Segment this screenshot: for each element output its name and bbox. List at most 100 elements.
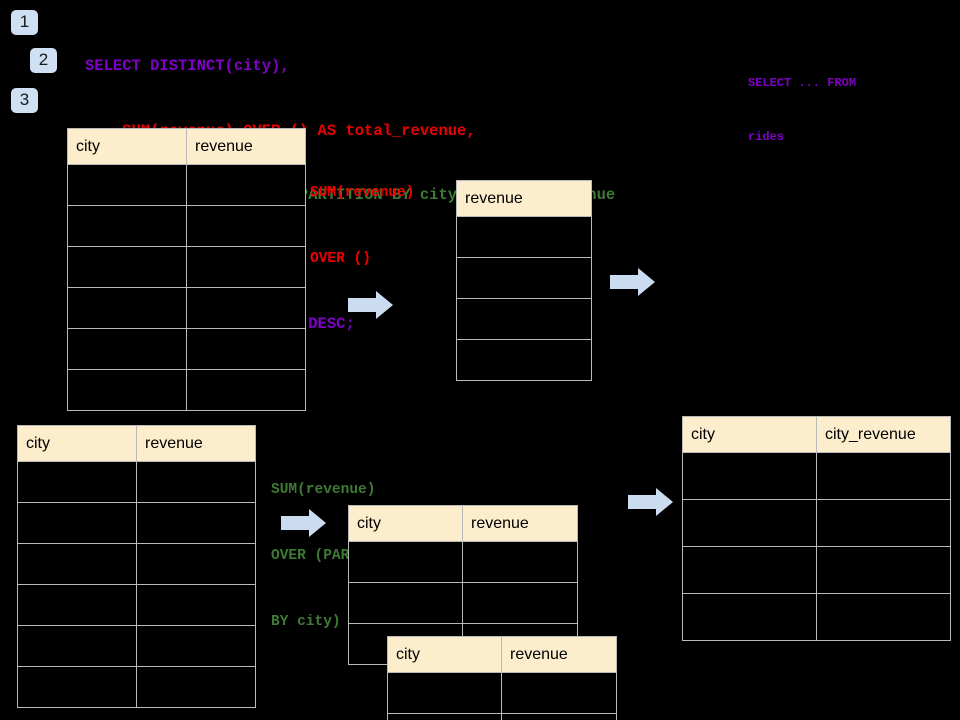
table-cell-revenue xyxy=(501,672,617,714)
side-note-select-from: SELECT ... FROM rides xyxy=(748,38,856,182)
table-cell-revenue xyxy=(456,257,592,299)
table-cell-revenue xyxy=(136,461,256,503)
table-row xyxy=(456,257,592,299)
column-header-city-revenue: city_revenue xyxy=(816,416,951,453)
table-row xyxy=(682,499,951,547)
annotation-total-revenue: SUM(revenue) OVER () xyxy=(310,138,414,314)
table-row xyxy=(682,452,951,500)
column-header-revenue: revenue xyxy=(136,425,256,462)
table-cell-city xyxy=(348,541,463,583)
sql-line-select: SELECT DISTINCT(city), xyxy=(85,57,290,75)
table-cell-city xyxy=(17,502,137,544)
table-cell-revenue xyxy=(136,625,256,667)
column-header-city: city xyxy=(387,636,502,673)
table-cell-city xyxy=(67,328,187,370)
table-cell-city xyxy=(17,461,137,503)
table-row xyxy=(456,298,592,340)
table-cell-revenue xyxy=(456,339,592,381)
annotation-city-revenue-line-3: BY city) xyxy=(271,614,341,630)
step-badge-2[interactable]: 2 xyxy=(30,48,57,73)
table-cell-city-revenue xyxy=(816,593,951,641)
arrow-partition-to-result xyxy=(628,488,673,516)
table-row xyxy=(17,502,256,544)
table-row xyxy=(17,666,256,708)
column-header-city: city xyxy=(67,128,187,165)
table-partition-front: city revenue xyxy=(387,636,617,720)
table-cell-revenue xyxy=(456,298,592,340)
side-note-line-2: rides xyxy=(748,130,785,144)
arrow-rides-to-total xyxy=(348,291,393,319)
table-row xyxy=(67,328,306,370)
table-row xyxy=(387,713,617,720)
step-badge-3[interactable]: 3 xyxy=(11,88,38,113)
table-header-row: city revenue xyxy=(17,425,256,462)
table-cell-city xyxy=(387,672,502,714)
column-header-revenue: revenue xyxy=(501,636,617,673)
table-cell-city xyxy=(682,452,817,500)
step-badge-1[interactable]: 1 xyxy=(11,10,38,35)
table-cell-revenue xyxy=(136,543,256,585)
column-header-revenue: revenue xyxy=(456,180,592,217)
table-cell-city xyxy=(682,593,817,641)
column-header-revenue: revenue xyxy=(186,128,306,165)
table-cell-city xyxy=(17,666,137,708)
column-header-city: city xyxy=(682,416,817,453)
table-header-row: city city_revenue xyxy=(682,416,951,453)
arrow-total-to-result xyxy=(610,268,655,296)
table-cell-revenue xyxy=(186,205,306,247)
table-cell-revenue xyxy=(462,541,578,583)
table-row xyxy=(17,461,256,503)
table-row xyxy=(67,369,306,411)
column-header-revenue: revenue xyxy=(462,505,578,542)
side-note-line-1: SELECT ... FROM xyxy=(748,76,857,90)
table-cell-revenue xyxy=(136,584,256,626)
table-row xyxy=(67,287,306,329)
annotation-total-revenue-line-2: OVER () xyxy=(310,251,371,267)
table-cell-revenue xyxy=(456,216,592,258)
table-cell-revenue xyxy=(186,369,306,411)
annotation-total-revenue-line-1: SUM(revenue) xyxy=(310,185,415,201)
table-header-row: city revenue xyxy=(348,505,578,542)
table-cell-city xyxy=(682,499,817,547)
annotation-city-revenue-line-1: SUM(revenue) xyxy=(271,482,376,498)
table-row xyxy=(67,205,306,247)
table-cell-city xyxy=(387,713,502,720)
table-cell-city xyxy=(67,369,187,411)
step-badge-1-label: 1 xyxy=(19,12,30,31)
table-cell-city xyxy=(67,205,187,247)
table-rides-top: city revenue xyxy=(67,128,306,411)
table-row xyxy=(682,593,951,641)
table-row xyxy=(682,546,951,594)
table-cell-revenue xyxy=(186,287,306,329)
table-row xyxy=(17,543,256,585)
table-cell-city xyxy=(17,543,137,585)
table-cell-revenue xyxy=(186,246,306,288)
table-row xyxy=(348,582,578,624)
arrow-rides-to-partition xyxy=(281,509,326,537)
table-header-row: revenue xyxy=(456,180,592,217)
table-row xyxy=(456,216,592,258)
table-row xyxy=(348,541,578,583)
table-cell-city-revenue xyxy=(816,546,951,594)
table-cell-city xyxy=(682,546,817,594)
table-header-row: city revenue xyxy=(387,636,617,673)
table-row xyxy=(387,672,617,714)
table-cell-city xyxy=(348,582,463,624)
table-row xyxy=(456,339,592,381)
table-header-row: city revenue xyxy=(67,128,306,165)
table-cell-revenue xyxy=(186,328,306,370)
step-badge-3-label: 3 xyxy=(19,90,30,109)
table-row xyxy=(17,584,256,626)
table-row xyxy=(67,246,306,288)
table-cell-revenue xyxy=(136,502,256,544)
column-header-city: city xyxy=(348,505,463,542)
table-cell-revenue xyxy=(501,713,617,720)
step-badge-2-label: 2 xyxy=(38,50,49,69)
table-rides-bottom: city revenue xyxy=(17,425,256,708)
table-cell-revenue xyxy=(186,164,306,206)
table-cell-revenue xyxy=(462,582,578,624)
table-cell-city-revenue xyxy=(816,452,951,500)
table-result: city city_revenue xyxy=(682,416,951,641)
table-cell-city xyxy=(17,584,137,626)
table-cell-city xyxy=(17,625,137,667)
